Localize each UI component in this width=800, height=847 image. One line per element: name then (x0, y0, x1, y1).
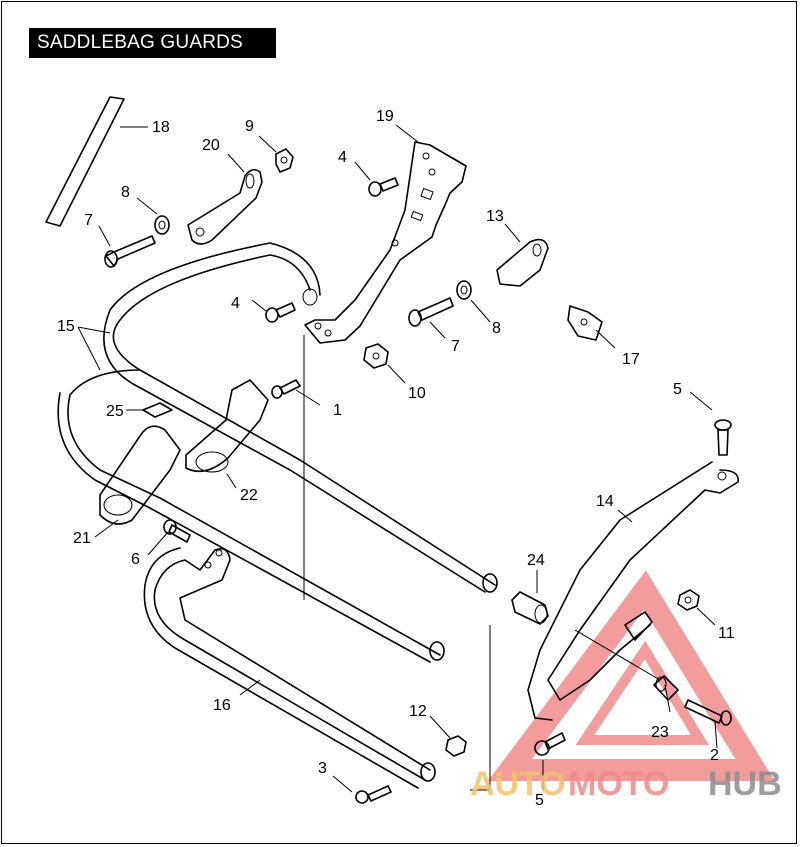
callout-12: 12 (409, 703, 427, 720)
watermark-hub: HUB (708, 765, 782, 803)
watermark-moto: MOTO (568, 765, 669, 803)
watermark-text: AUTO MOTO HUB (470, 765, 782, 803)
part-17-clip-nut (567, 305, 603, 341)
callout-7-right: 7 (451, 338, 460, 355)
part-2-bolt (684, 699, 732, 726)
part-1-screw (271, 379, 301, 399)
callout-7-left: 7 (84, 212, 93, 229)
part-22-clamp (185, 379, 269, 473)
assembly-centerlines (303, 335, 661, 791)
callout-labels: 1 2 3 4 4 5 5 6 7 7 8 8 9 10 11 12 13 14… (57, 108, 735, 809)
callout-18: 18 (152, 119, 170, 136)
callout-22: 22 (240, 487, 258, 504)
part-7-bolt-left (104, 235, 156, 268)
callout-2: 2 (710, 747, 719, 764)
callout-10: 10 (408, 385, 426, 402)
part-12-nut (445, 735, 467, 757)
callout-1: 1 (333, 402, 342, 419)
part-18-trim-strip (45, 96, 125, 227)
callout-20: 20 (202, 137, 220, 154)
callout-24: 24 (527, 552, 545, 569)
part-15-guard-rail (57, 242, 498, 663)
part-6-bolt (163, 519, 191, 543)
callout-11: 11 (718, 625, 735, 642)
callout-5-upper: 5 (673, 381, 682, 398)
part-24-spacer (511, 591, 549, 625)
leader-lines (77, 124, 718, 793)
part-13-bracket (496, 238, 549, 287)
part-19-mounting-bracket (304, 141, 467, 344)
callout-25: 25 (106, 403, 124, 420)
callout-8-left: 8 (121, 184, 130, 201)
callout-21: 21 (73, 530, 91, 547)
part-4-bolt-lower (265, 302, 296, 323)
callout-23: 23 (651, 724, 669, 741)
part-5-bolt-upper (714, 419, 732, 456)
part-8-washer-right (456, 280, 472, 300)
part-4-bolt-upper (368, 177, 399, 197)
callout-9: 9 (245, 118, 254, 135)
watermark-auto: AUTO (470, 765, 566, 803)
callout-17: 17 (622, 351, 640, 368)
part-8-washer-left (154, 215, 170, 235)
part-21-spacer-clamp (99, 425, 181, 525)
diagram-title: SADDLEBAG GUARDS (29, 28, 276, 58)
part-5-bolt-lower (534, 732, 566, 756)
callout-16: 16 (213, 697, 231, 714)
callout-15: 15 (57, 318, 75, 335)
part-10-nut (363, 343, 389, 369)
callout-14: 14 (596, 493, 614, 510)
callout-4-upper: 4 (338, 149, 347, 166)
part-20-bracket (187, 168, 263, 245)
callout-8-right: 8 (492, 320, 501, 337)
callout-5-lower: 5 (535, 792, 544, 809)
part-16-lower-rail (143, 547, 436, 789)
part-11-nut (677, 589, 700, 611)
part-25-pad (142, 402, 173, 418)
part-14-rear-rail (527, 461, 739, 721)
callout-4-lower: 4 (231, 295, 240, 312)
callout-19: 19 (376, 108, 394, 125)
callout-3: 3 (318, 760, 327, 777)
part-3-screw (355, 785, 392, 804)
callout-13: 13 (486, 208, 504, 225)
part-7-bolt-right (408, 297, 454, 327)
part-23-spacer (653, 675, 679, 701)
part-9-clip-nut (275, 148, 294, 173)
callout-6: 6 (131, 551, 140, 568)
